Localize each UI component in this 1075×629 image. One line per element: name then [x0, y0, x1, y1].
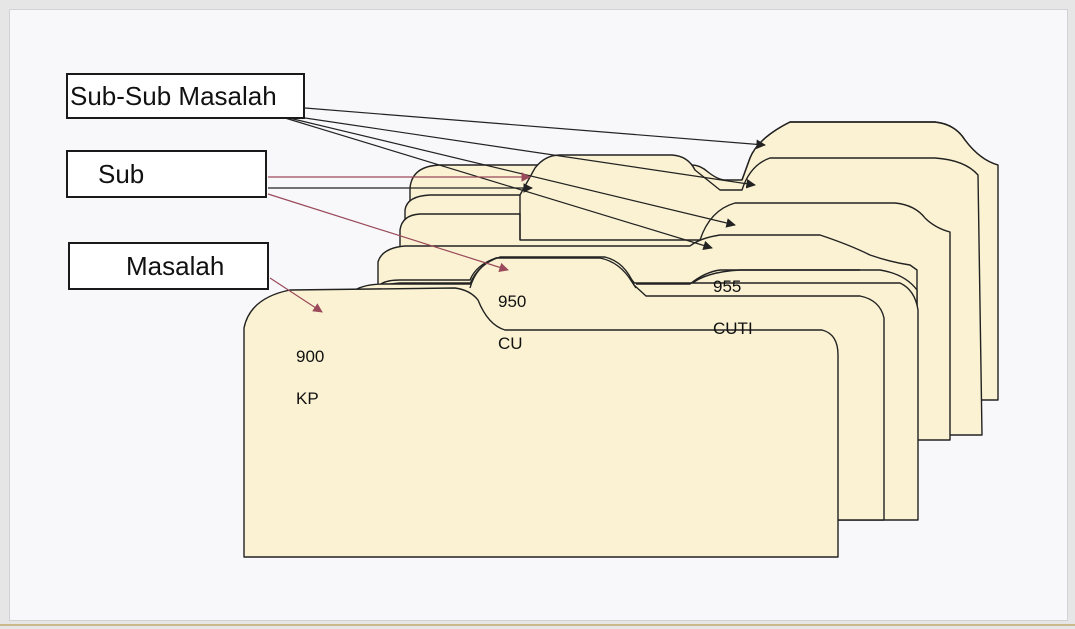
arrow-masalah	[269, 277, 323, 313]
label-sub-sub-masalah-text: Sub-Sub Masalah	[70, 81, 277, 111]
tab-outline-950	[469, 257, 637, 289]
label-sub-sub-masalah: Sub-Sub Masalah	[66, 73, 305, 119]
arrow-subsub-3	[284, 116, 736, 228]
label-masalah-text: Masalah	[126, 251, 225, 281]
tab-label-900: 900 KP	[296, 325, 324, 430]
tab-955-code: 955	[713, 277, 742, 296]
tab-900-text: KP	[296, 389, 319, 408]
arrow-subsub-4	[284, 117, 713, 251]
folder-front	[243, 287, 839, 558]
label-sub-text: Sub	[98, 159, 145, 189]
arrow-subsub-1	[304, 107, 766, 150]
label-sub: Sub	[66, 150, 267, 198]
arrow-subsub-2	[284, 114, 756, 189]
tab-950-text: CU	[498, 334, 523, 353]
tab-label-950: 950 CU	[498, 270, 526, 375]
tab-label-955: 955 CUTI	[713, 255, 753, 360]
tab-outline-955	[636, 269, 860, 285]
label-masalah: Masalah	[68, 242, 269, 290]
tab-950-code: 950	[498, 292, 527, 311]
arrow-sub-3	[267, 193, 509, 272]
bottom-rule	[0, 624, 1075, 626]
tab-955-text: CUTI	[713, 319, 753, 338]
tab-900-code: 900	[296, 347, 325, 366]
